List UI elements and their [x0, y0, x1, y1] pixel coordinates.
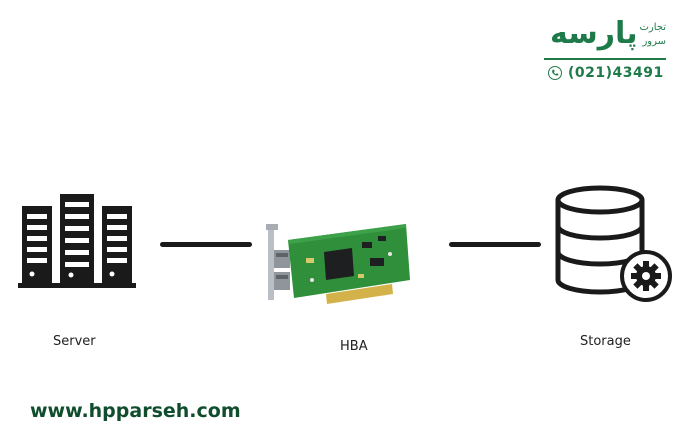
storage-label: Storage [580, 334, 631, 349]
server-node [18, 192, 136, 292]
logo-tagline-line2: سرور [642, 36, 666, 47]
logo-wordmark: پارسه [550, 16, 638, 51]
logo-tagline-line1: تجارت [639, 22, 666, 33]
phone-number: (021)43491 [568, 65, 664, 81]
connector-hba-storage [449, 242, 541, 247]
server-rack-icon [18, 194, 136, 288]
phone-icon [548, 66, 562, 80]
storage-database-gear-icon [555, 185, 672, 302]
hba-label: HBA [340, 339, 368, 354]
hba-node [266, 214, 412, 310]
website-url: www.hpparseh.com [30, 400, 241, 422]
hba-card-icon [266, 224, 410, 304]
connector-server-hba [160, 242, 252, 247]
storage-node [552, 184, 674, 304]
logo-phone-row: (021)43491 [548, 65, 664, 81]
brand-logo: پارسه تجارت سرور (021)43491 [540, 14, 670, 84]
logo-divider [544, 58, 666, 60]
server-label: Server [53, 334, 96, 349]
